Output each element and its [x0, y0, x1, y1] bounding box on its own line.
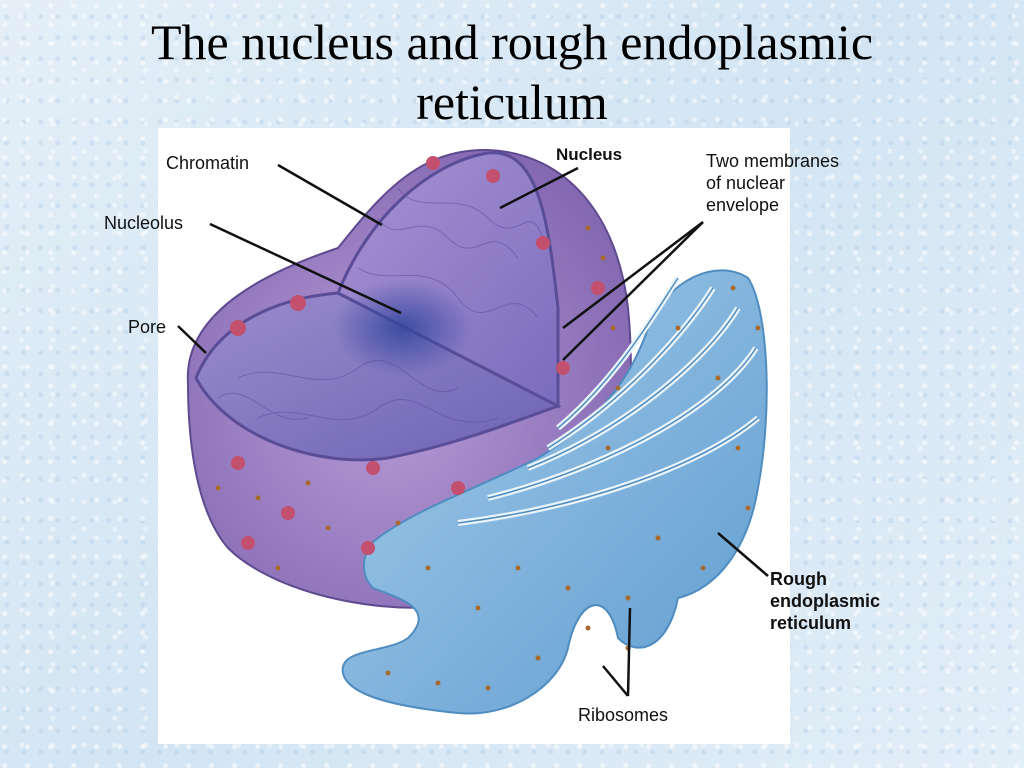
label-nucleus: Nucleus — [556, 145, 623, 164]
label-envelope-line-1: Two membranes — [706, 151, 840, 171]
chromatin-fibers — [217, 187, 544, 423]
slide-title: The nucleus and rough endoplasmic reticu… — [0, 12, 1024, 132]
slide-title-line-2: reticulum — [416, 74, 608, 130]
figure-panel: Chromatin Nucleolus Pore Nucleus Two mem… — [104, 128, 880, 744]
nuclear-pores — [230, 156, 605, 555]
label-rough-er-line-3: reticulum — [770, 613, 852, 633]
nucleus-er-illustration — [177, 148, 769, 715]
label-rough-er-line-2: endoplasmic — [770, 591, 881, 611]
nucleolus — [333, 280, 473, 376]
label-rough-er-line-1: Rough — [770, 569, 827, 589]
label-chromatin: Chromatin — [166, 153, 250, 173]
label-envelope-line-2: of nuclear — [706, 173, 786, 193]
label-envelope-line-3: envelope — [706, 195, 780, 215]
label-nuclear-envelope: Two membranes of nuclear envelope — [706, 150, 839, 216]
leader-lines — [177, 163, 769, 697]
label-rough-er: Rough endoplasmic reticulum — [770, 568, 880, 634]
label-pore: Pore — [128, 317, 167, 337]
rough-er-body — [341, 269, 768, 715]
label-nucleolus: Nucleolus — [104, 213, 184, 233]
ribosomes — [215, 225, 761, 691]
er-cisternae-edges — [457, 277, 759, 524]
nucleus-cut-wall — [336, 151, 560, 409]
label-ribosomes: Ribosomes — [578, 705, 669, 725]
slide-title-line-1: The nucleus and rough endoplasmic — [150, 14, 874, 70]
